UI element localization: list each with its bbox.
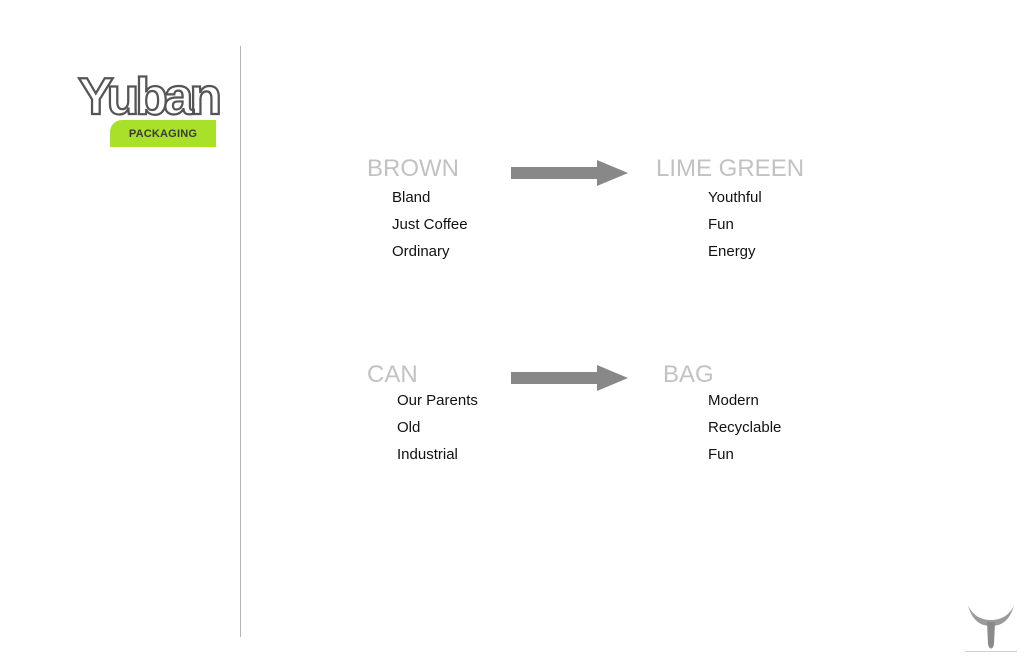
list-item: Recyclable <box>708 419 782 436</box>
from-list-brown: Bland Just Coffee Ordinary <box>392 189 468 270</box>
list-item: Industrial <box>397 446 458 463</box>
to-heading-bag: BAG <box>663 361 714 388</box>
right-arrow-icon <box>511 160 628 186</box>
list-item: Energy <box>708 243 756 260</box>
list-item: Modern <box>708 392 759 409</box>
right-arrow-icon <box>511 365 628 391</box>
list-item: Fun <box>708 446 734 463</box>
list-item: Fun <box>708 216 734 233</box>
logo: Yuban PACKAGING <box>76 66 222 150</box>
logo-text: Yuban <box>78 68 219 122</box>
to-heading-lime-green: LIME GREEN <box>656 155 805 182</box>
to-list-lime-green: Youthful Fun Energy <box>708 189 762 270</box>
to-list-bag: Modern Recyclable Fun <box>708 392 781 473</box>
corner-logo-icon <box>965 605 1017 652</box>
list-item: Our Parents <box>397 392 478 409</box>
list-item: Just Coffee <box>392 216 468 233</box>
from-heading-brown: BROWN <box>367 155 459 182</box>
list-item: Old <box>397 419 421 436</box>
list-item: Ordinary <box>392 243 450 260</box>
list-item: Bland <box>392 189 431 206</box>
vertical-divider <box>240 46 241 637</box>
list-item: Youthful <box>708 189 762 206</box>
from-list-can: Our Parents Old Industrial <box>397 392 478 473</box>
from-heading-can: CAN <box>367 361 418 388</box>
yuban-logo-wordmark: Yuban <box>77 67 222 122</box>
section-badge: PACKAGING <box>110 120 216 147</box>
